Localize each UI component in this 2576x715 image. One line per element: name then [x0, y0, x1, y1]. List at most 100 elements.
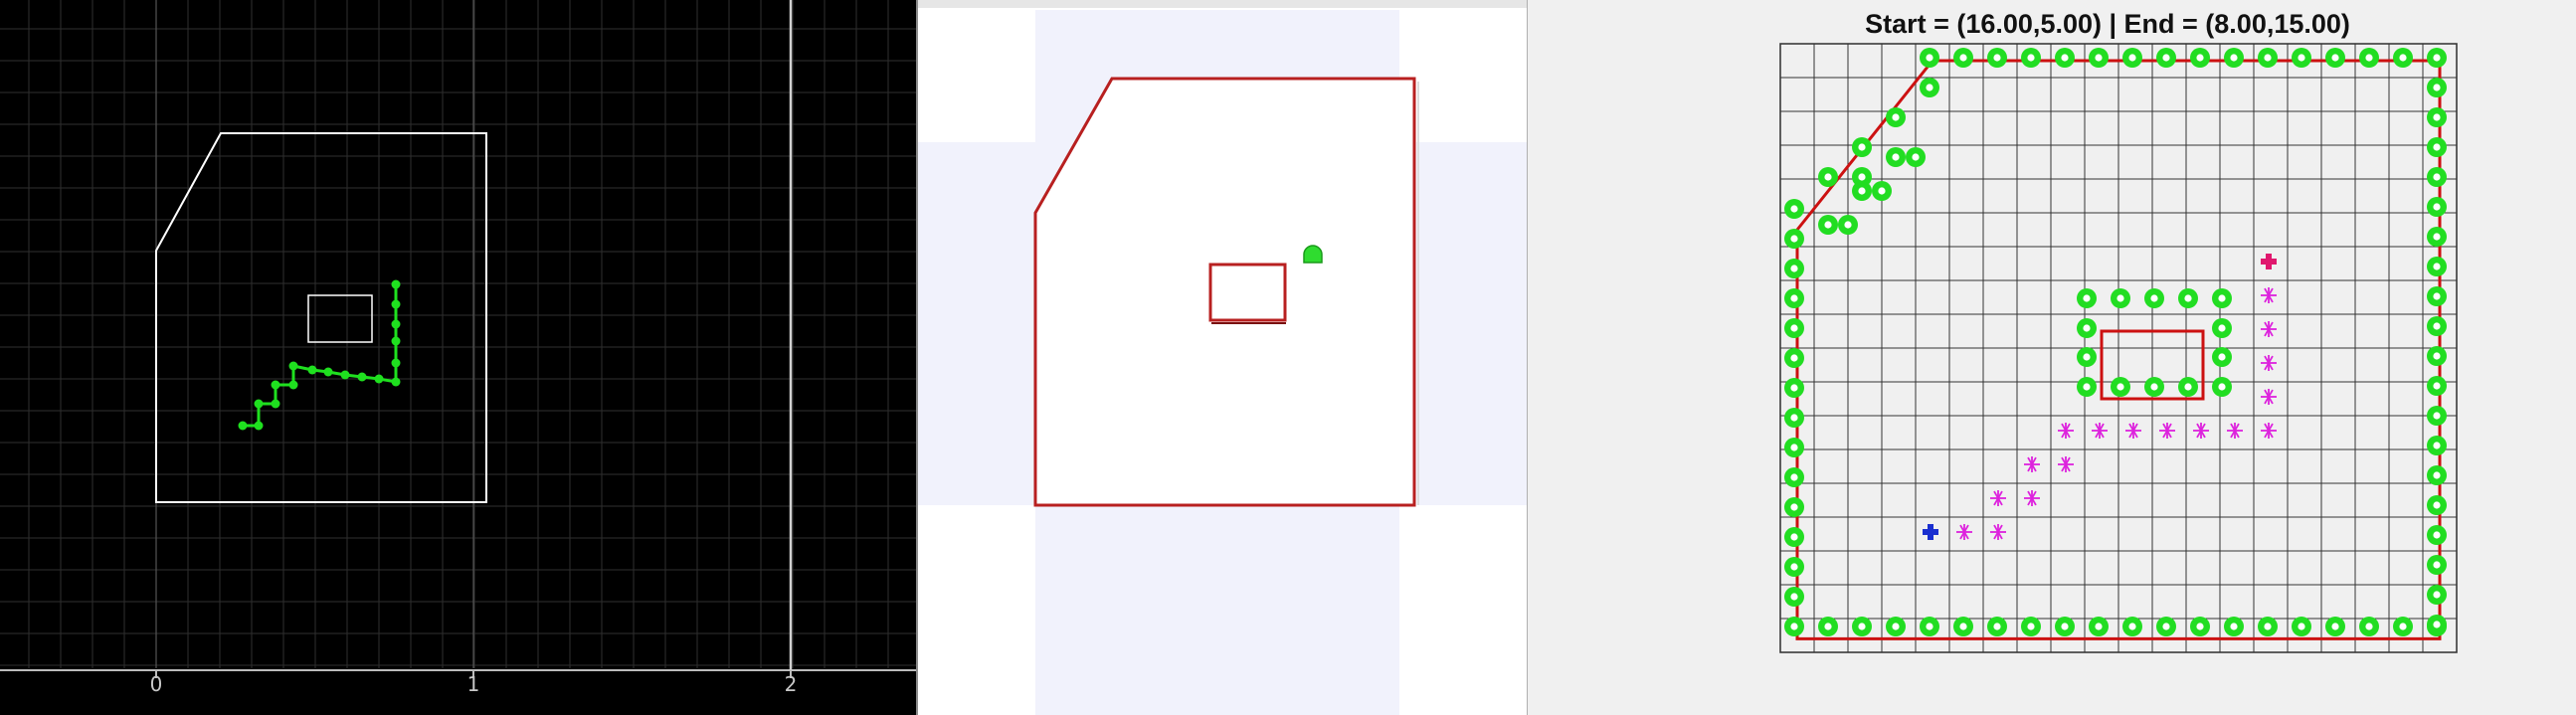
asterisk-icon [2261, 423, 2277, 439]
asterisk-icon [2227, 423, 2243, 439]
ring-icon-hole [1844, 221, 1852, 229]
ring-icon-hole [2298, 54, 2305, 62]
x-tick-label-1: 1 [467, 672, 480, 696]
asterisk-icon [2058, 456, 2074, 472]
ring-icon-hole [2331, 623, 2339, 630]
plot-grid [0, 0, 916, 668]
ring-icon-hole [2196, 623, 2204, 630]
ring-icon-hole [1790, 593, 1798, 601]
ring-icon-hole [2399, 623, 2407, 630]
ring-icon-hole [1926, 54, 1933, 62]
ring-icon-hole [2298, 623, 2305, 630]
ring-icon-hole [2095, 623, 2103, 630]
ring-icon-hole [1959, 54, 1967, 62]
path-waypoint [391, 377, 401, 387]
ring-icon-hole [1878, 187, 1886, 195]
plus-bar-v [1928, 524, 1933, 540]
ring-icon-hole [1892, 113, 1900, 121]
ring-icon-hole [2264, 54, 2272, 62]
ring-icon-hole [2264, 623, 2272, 630]
ring-icon-hole [1858, 173, 1866, 181]
asterisk-icon [2058, 423, 2074, 439]
ring-icon-hole [2218, 383, 2226, 391]
ring-icon-hole [2433, 54, 2441, 62]
path-waypoint [391, 279, 401, 289]
plot-view-left[interactable]: 0 1 2 [0, 0, 916, 715]
ring-icon-hole [2218, 353, 2226, 361]
map-view-middle[interactable] [916, 0, 1527, 715]
asterisk-icon [2261, 355, 2277, 371]
ring-icon-hole [2433, 442, 2441, 449]
ring-icon-hole [1959, 623, 1967, 630]
ring-icon-hole [1790, 294, 1798, 302]
plus-bar-v [2266, 254, 2272, 269]
path-waypoint [323, 367, 333, 377]
ring-icon-hole [1790, 444, 1798, 451]
asterisk-icon [2125, 423, 2141, 439]
boundary-nodes [1784, 48, 2447, 636]
path-waypoint [391, 358, 401, 368]
path-waypoint [288, 380, 298, 390]
ring-icon-hole [2218, 294, 2226, 302]
map-obstacle-outline [1208, 263, 1287, 322]
ring-icon-hole [2218, 324, 2226, 332]
ring-icon-hole [1790, 414, 1798, 422]
ring-icon-hole [1790, 205, 1798, 213]
asterisk-icon [2092, 423, 2108, 439]
ring-icon-hole [2433, 233, 2441, 241]
asterisk-icon [2024, 456, 2040, 472]
asterisk-icon [2024, 490, 2040, 506]
end-plus-icon [2261, 254, 2277, 269]
start-plus-icon [1923, 524, 1938, 540]
start-end-markers [1923, 254, 2277, 540]
ring-icon-hole [2128, 54, 2136, 62]
map-top-strip [918, 0, 1527, 8]
ring-icon-hole [2365, 54, 2373, 62]
ring-icon-hole [2433, 591, 2441, 599]
ring-icon-hole [2162, 54, 2170, 62]
ring-icon-hole [1824, 623, 1832, 630]
asterisk-icon [2159, 423, 2175, 439]
ring-icon-hole [1790, 623, 1798, 630]
map-room-outline [1033, 77, 1416, 507]
path-waypoint [357, 372, 367, 382]
ring-icon-hole [2433, 561, 2441, 569]
ring-icon-hole [2433, 382, 2441, 390]
path-line [243, 284, 398, 428]
grid-canvas[interactable]: Start = (16.00,5.00) | End = (8.00,15.00… [1528, 0, 2576, 715]
robot-marker[interactable] [1303, 245, 1323, 264]
ring-icon-hole [1790, 563, 1798, 571]
ring-icon-hole [1892, 623, 1900, 630]
ring-icon-hole [2433, 322, 2441, 330]
ring-icon-hole [1858, 187, 1866, 195]
map-room-fill [1035, 79, 1416, 505]
path-waypoint [374, 374, 384, 384]
ring-icon-hole [2027, 54, 2035, 62]
ring-icon-hole [1790, 324, 1798, 332]
map-canvas[interactable] [918, 0, 1527, 715]
ring-icon-hole [2331, 54, 2339, 62]
grid-planner-view[interactable]: Start = (16.00,5.00) | End = (8.00,15.00… [1527, 0, 2576, 715]
ring-icon-hole [2027, 623, 2035, 630]
x-tick-label-2: 2 [785, 672, 798, 696]
ring-icon-hole [1790, 354, 1798, 362]
ring-icon-hole [2150, 383, 2158, 391]
ring-icon-hole [1824, 173, 1832, 181]
asterisk-icon [1956, 524, 1972, 540]
ring-icon-hole [2061, 623, 2069, 630]
ring-icon-hole [2061, 54, 2069, 62]
ring-icon-hole [2184, 383, 2192, 391]
path-waypoint [288, 361, 298, 371]
ring-icon-hole [1858, 143, 1866, 151]
ring-icon-hole [1790, 503, 1798, 511]
x-tick-label-0: 0 [150, 672, 163, 696]
ring-icon-hole [1858, 623, 1866, 630]
plot-canvas[interactable]: 0 1 2 [0, 0, 916, 715]
asterisk-icon [2261, 321, 2277, 337]
path-waypoint [340, 370, 350, 380]
obstacle-outline [307, 294, 373, 343]
ring-icon-hole [2433, 292, 2441, 300]
ring-icon-hole [2150, 294, 2158, 302]
asterisk-icon [1990, 524, 2006, 540]
ring-icon-hole [2433, 113, 2441, 121]
